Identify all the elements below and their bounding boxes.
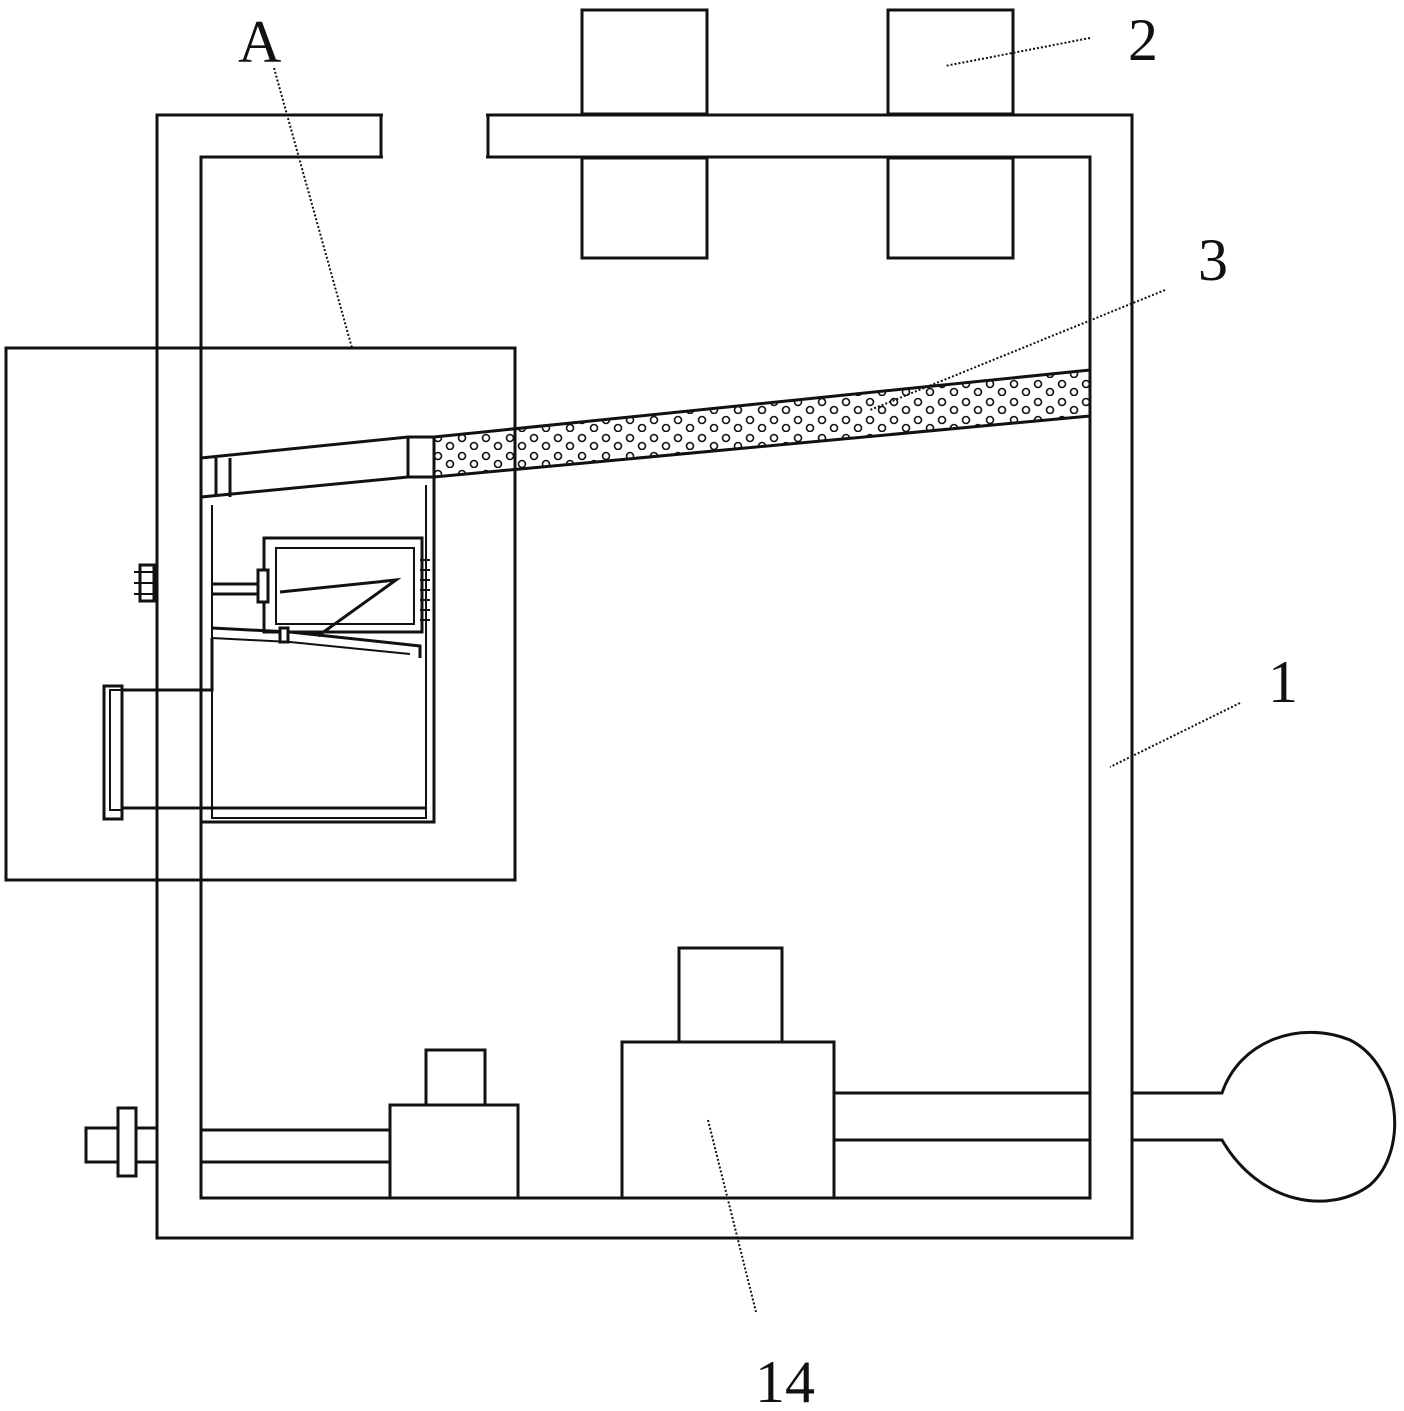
outlet-valve (84, 1106, 159, 1178)
bottom-pipe-left (201, 1128, 390, 1164)
leader-3 (869, 289, 1166, 411)
bottom-pipe-right (834, 1091, 1090, 1142)
label-2: 2 (1128, 7, 1158, 73)
leader-a (273, 67, 353, 349)
label-14: 14 (755, 1349, 815, 1411)
leader-2 (944, 37, 1091, 67)
leader-14 (707, 1119, 757, 1313)
small-pump-unit (388, 1048, 520, 1200)
label-a: A (238, 9, 281, 75)
label-3: 3 (1198, 227, 1228, 293)
detail-a-mechanism (102, 435, 436, 824)
housing-frame (155, 113, 1134, 1240)
top-mount-right (886, 8, 1015, 260)
leader-1 (1109, 702, 1241, 768)
label-1: 1 (1268, 649, 1298, 715)
side-bulb (1132, 1030, 1397, 1203)
top-mount-left (580, 8, 709, 260)
main-unit-14 (620, 946, 836, 1200)
detail-a-housing (4, 346, 517, 882)
